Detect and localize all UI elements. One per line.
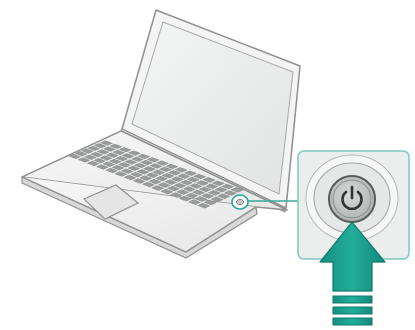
laptop-power-button (237, 199, 244, 204)
laptop (22, 10, 300, 258)
arrow-stripe-3 (333, 318, 372, 325)
arrow-stripe-1 (333, 296, 372, 303)
arrow-stripe-2 (333, 307, 372, 314)
